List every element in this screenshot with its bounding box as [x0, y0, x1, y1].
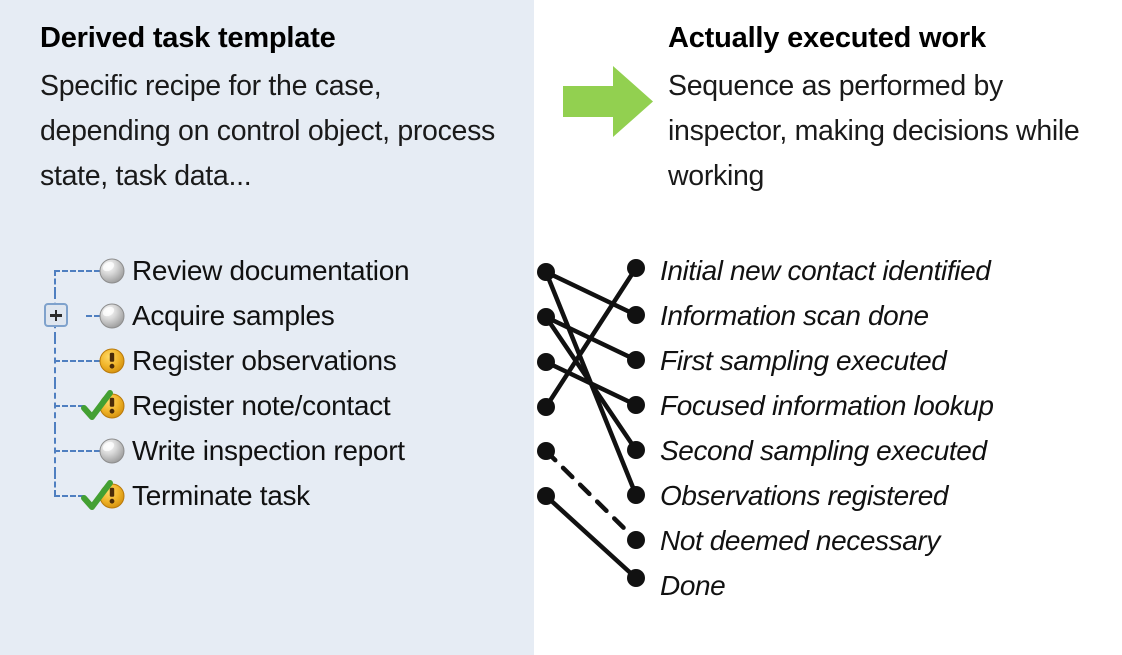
event-label: Second sampling executed [660, 435, 987, 466]
task-connector-dot[interactable] [537, 353, 555, 371]
task-tree-row[interactable]: Acquire samples [36, 293, 516, 338]
green-check-icon [80, 389, 114, 423]
tree-branch-line [54, 405, 84, 407]
event-label: Not deemed necessary [660, 525, 940, 556]
task-label: Terminate task [132, 480, 310, 511]
task-connector-dot[interactable] [537, 263, 555, 281]
task-label: Write inspection report [132, 435, 405, 466]
list-item[interactable]: Done [660, 563, 1120, 608]
task-tree-gutter [36, 473, 132, 518]
list-item[interactable]: Observations registered [660, 473, 1120, 518]
connector-line [543, 314, 639, 363]
template-panel-background [0, 0, 534, 655]
grey-sphere-icon [98, 302, 126, 330]
connector-line [543, 448, 639, 543]
tree-branch-line [54, 270, 84, 272]
task-connector-dot[interactable] [537, 487, 555, 505]
task-tree-row[interactable]: Register observations [36, 338, 516, 383]
tree-branch-line-2 [86, 360, 108, 362]
right-arrow-icon [563, 64, 655, 139]
executed-work-list: Initial new contact identified Informati… [660, 248, 1120, 608]
task-tree-gutter [36, 248, 132, 293]
connector-line [543, 314, 639, 453]
connector-line [543, 493, 639, 581]
tree-branch-line [54, 495, 84, 497]
connector-dots [537, 259, 645, 587]
task-tree-gutter [36, 338, 132, 383]
event-label: Information scan done [660, 300, 929, 331]
left-column-title: Derived task template [40, 22, 336, 54]
task-connector-dot[interactable] [537, 442, 555, 460]
tree-branch-line [54, 360, 84, 362]
event-connector-dot[interactable] [627, 531, 645, 549]
grey-sphere-icon [98, 437, 126, 465]
tree-trunk-line [54, 270, 56, 293]
connector-lines [543, 265, 639, 581]
list-item[interactable]: Second sampling executed [660, 428, 1120, 473]
list-item[interactable]: Initial new contact identified [660, 248, 1120, 293]
green-check-icon [80, 479, 114, 513]
connector-line [543, 269, 639, 498]
event-connector-dot[interactable] [627, 441, 645, 459]
right-column-title: Actually executed work [668, 22, 986, 54]
event-connector-dot[interactable] [627, 306, 645, 324]
task-tree-gutter [36, 383, 132, 428]
tree-expand-button[interactable] [44, 303, 68, 327]
list-item[interactable]: Not deemed necessary [660, 518, 1120, 563]
tree-branch-line-2 [86, 270, 108, 272]
task-connector-dot[interactable] [537, 398, 555, 416]
event-label: Focused information lookup [660, 390, 994, 421]
task-template-tree: Review documentation Acquire samples [36, 248, 516, 518]
event-label: Observations registered [660, 480, 949, 511]
list-item[interactable]: Information scan done [660, 293, 1120, 338]
event-label: First sampling executed [660, 345, 947, 376]
tree-branch-line-2 [86, 315, 108, 317]
list-item[interactable]: Focused information lookup [660, 383, 1120, 428]
task-tree-row[interactable]: Terminate task [36, 473, 516, 518]
task-label: Acquire samples [132, 300, 335, 331]
event-connector-dot[interactable] [627, 569, 645, 587]
tree-branch-line [54, 450, 84, 452]
task-tree-gutter [36, 428, 132, 473]
task-tree-row[interactable]: Write inspection report [36, 428, 516, 473]
task-connector-dot[interactable] [537, 308, 555, 326]
event-connector-dot[interactable] [627, 486, 645, 504]
task-label: Register note/contact [132, 390, 391, 421]
task-tree-row[interactable]: Review documentation [36, 248, 516, 293]
tree-trunk-line [54, 473, 56, 496]
task-tree-row[interactable]: Register note/contact [36, 383, 516, 428]
tree-branch-line-2 [86, 450, 108, 452]
event-connector-dot[interactable] [627, 259, 645, 277]
connector-line [543, 269, 639, 318]
task-tree-gutter [36, 293, 132, 338]
event-connector-dot[interactable] [627, 396, 645, 414]
list-item[interactable]: First sampling executed [660, 338, 1120, 383]
event-connector-dot[interactable] [627, 351, 645, 369]
left-column-description: Specific recipe for the case, depending … [40, 70, 496, 192]
grey-sphere-icon [98, 257, 126, 285]
event-label: Initial new contact identified [660, 255, 991, 286]
task-label: Review documentation [132, 255, 410, 286]
event-label: Done [660, 570, 726, 601]
connector-line [543, 265, 639, 410]
task-label: Register observations [132, 345, 397, 376]
right-column-description: Sequence as performed by inspector, maki… [668, 70, 1080, 192]
connector-line [543, 359, 639, 408]
warning-circle-icon [98, 347, 126, 375]
